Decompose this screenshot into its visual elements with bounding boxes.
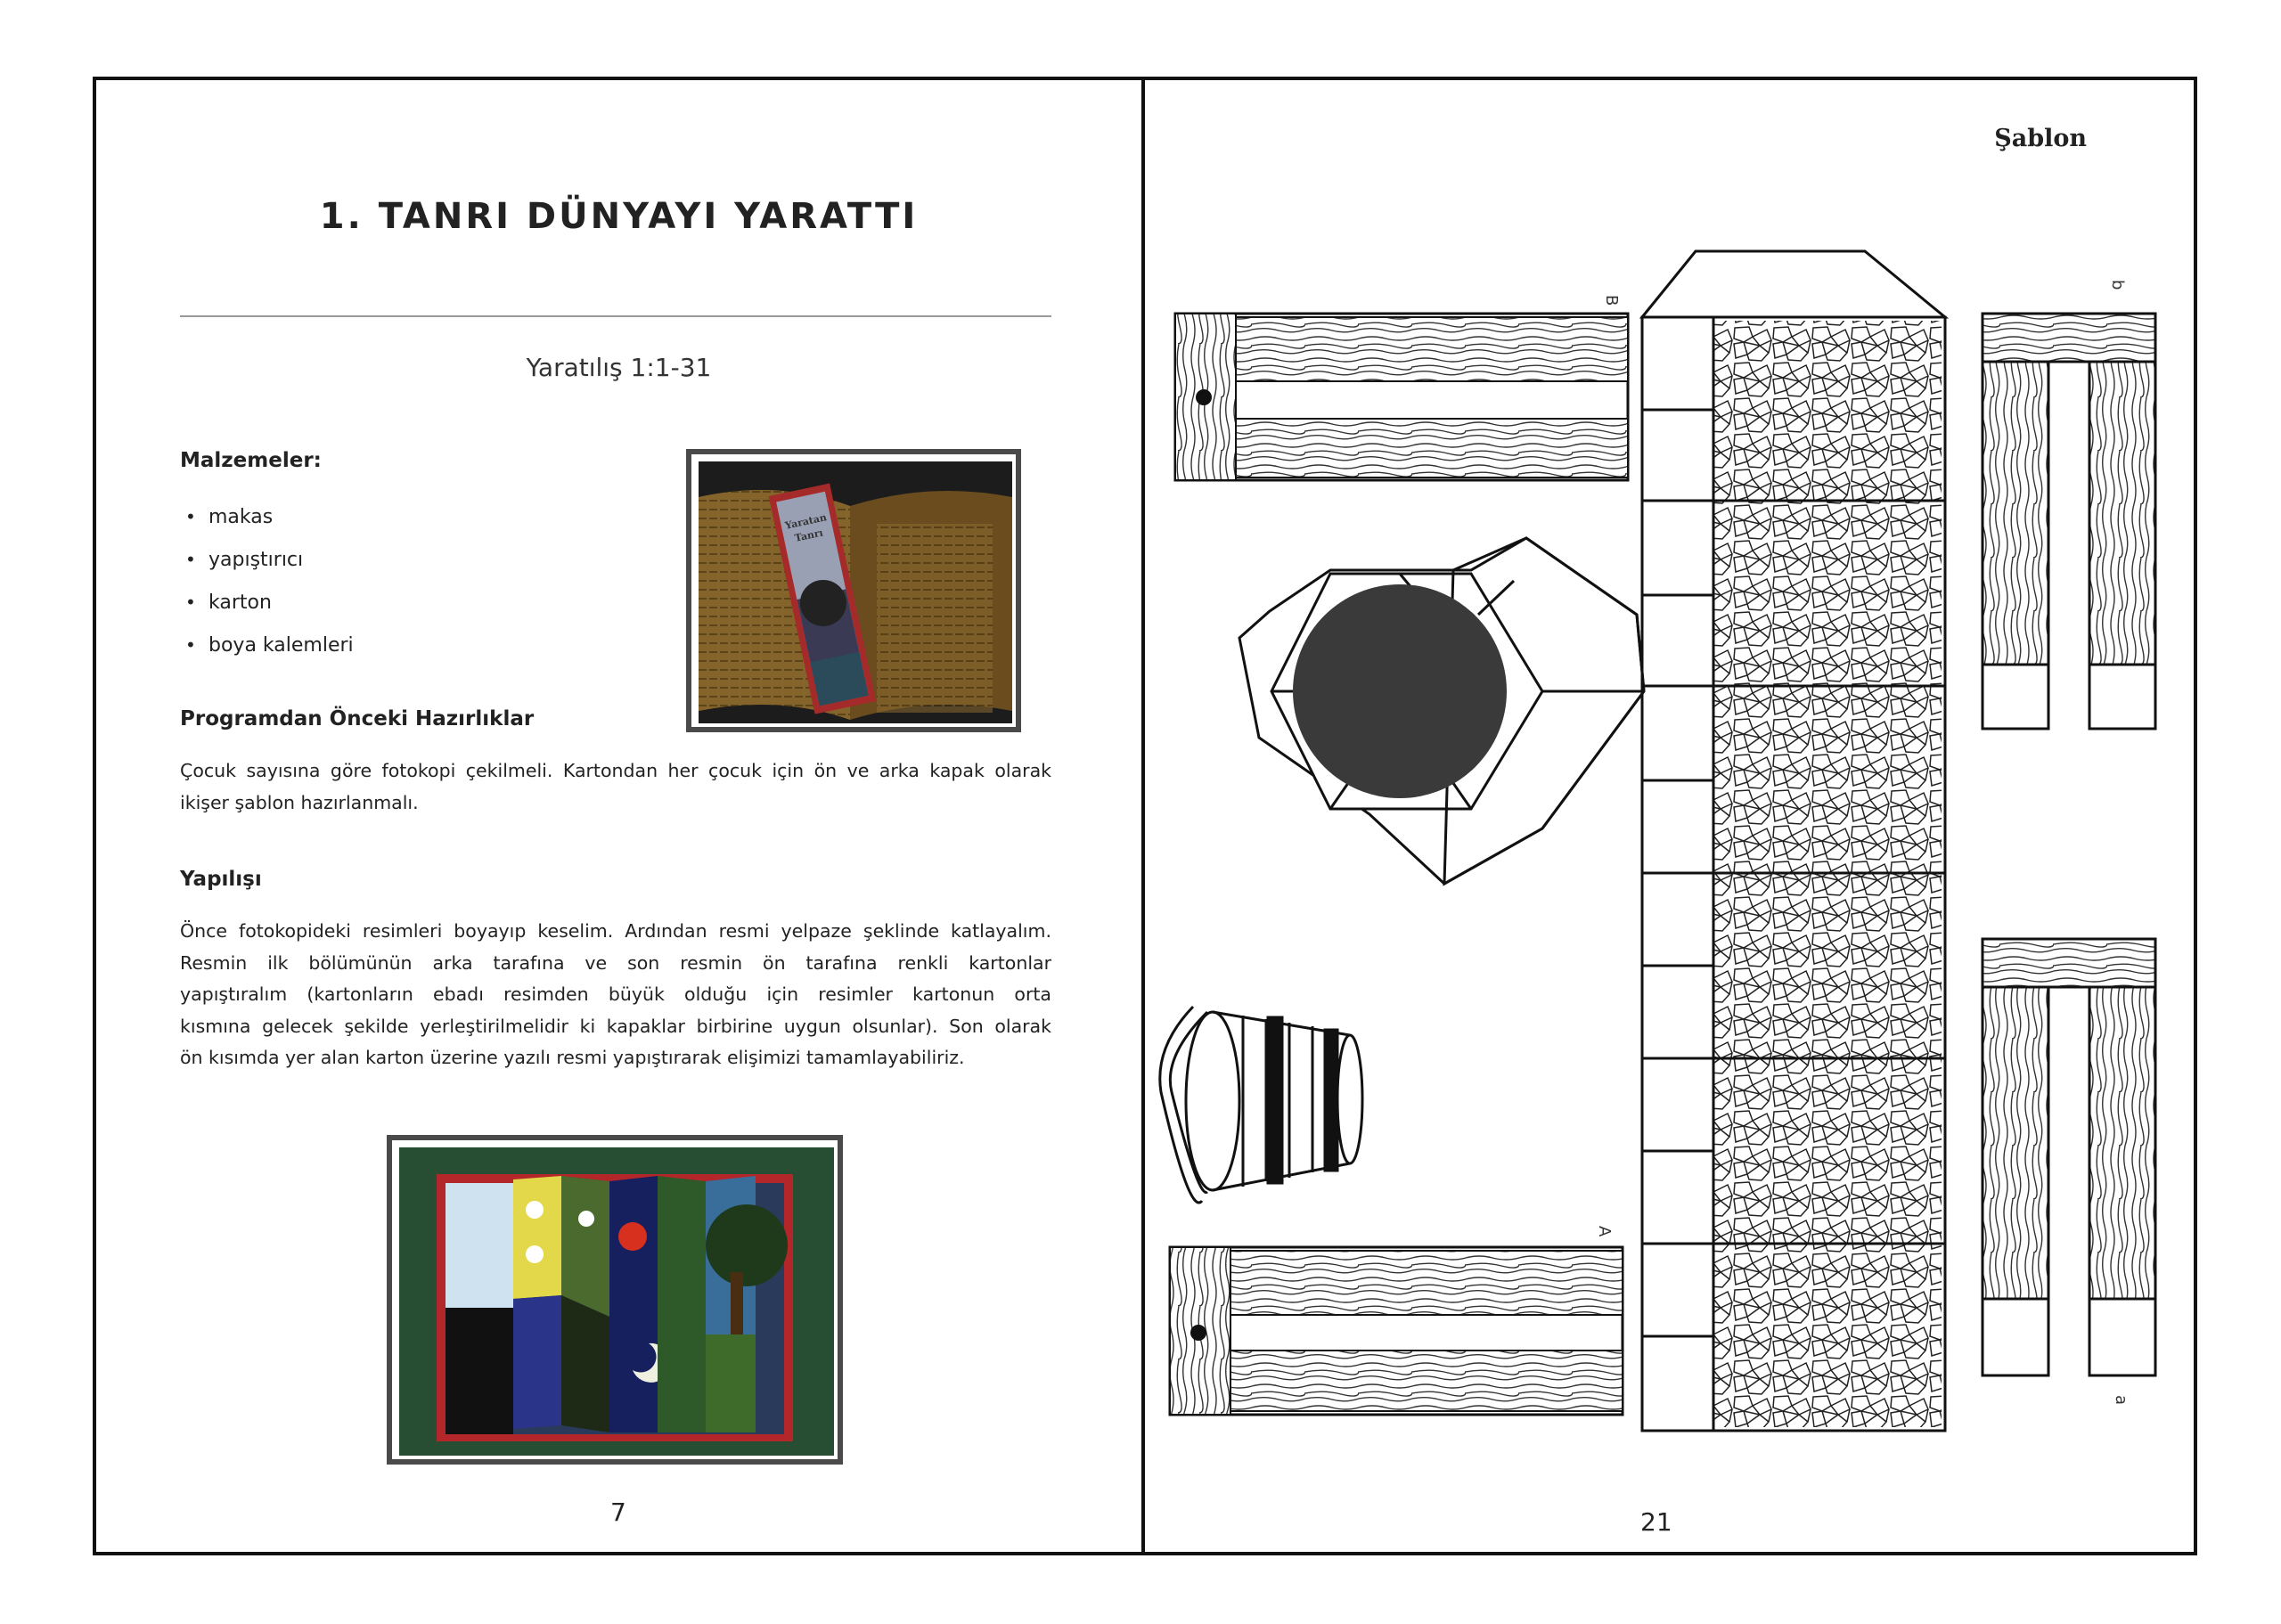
- right-page: Şablon B: [1145, 77, 2194, 1555]
- title-divider: [180, 315, 1051, 317]
- page-number: 7: [610, 1498, 626, 1527]
- bucket-piece: [1158, 1005, 1364, 1204]
- preparation-heading: Programdan Önceki Hazırlıklar: [180, 707, 535, 730]
- list-item: •makas: [180, 495, 354, 538]
- method-text: Önce fotokopideki resimleri boyayıp kese…: [180, 920, 1051, 1068]
- template-heading: Şablon: [1994, 125, 2087, 152]
- bullet: •: [185, 549, 196, 570]
- left-page: 1. TANRI DÜNYAYI YARATTI Yaratılış 1:1-3…: [96, 77, 1141, 1555]
- beam-piece-b-upper: [1173, 312, 1630, 482]
- page-gutter: [1141, 77, 1145, 1555]
- bullet: •: [185, 592, 196, 613]
- method-heading: Yapılışı: [180, 868, 262, 891]
- bookmark-photo: Yaratan Tanrı: [686, 449, 1021, 732]
- piece-label-lower-left: A: [1595, 1226, 1614, 1237]
- piece-label-lower-right: a: [2112, 1395, 2130, 1405]
- well-top-piece: [1238, 536, 1646, 886]
- preparation-text: Çocuk sayısına göre fotokopi çekilmeli. …: [180, 760, 1051, 813]
- post-piece-a-lower: [1981, 937, 2157, 1377]
- stone-wall-strip: [1639, 249, 1950, 1432]
- scripture-reference: Yaratılış 1:1-31: [526, 353, 712, 382]
- materials-list: •makas •yapıştırıcı •karton •boya kaleml…: [180, 495, 354, 666]
- bullet: •: [185, 506, 196, 527]
- piece-label-upper-right: b: [2108, 280, 2127, 290]
- list-item: •karton: [180, 581, 354, 624]
- bullet: •: [185, 634, 196, 656]
- piece-label-upper-left: B: [1602, 295, 1621, 306]
- post-piece-b-upper: [1981, 312, 2157, 730]
- page-title: 1. TANRI DÜNYAYI YARATTI: [319, 196, 919, 237]
- materials-heading: Malzemeler:: [180, 449, 322, 472]
- well-template-diagram: B A: [1158, 249, 2157, 1432]
- beam-piece-a-lower: [1168, 1245, 1624, 1416]
- list-item: •yapıştırıcı: [180, 538, 354, 581]
- list-item: •boya kalemleri: [180, 624, 354, 666]
- page-number: 21: [1640, 1507, 1672, 1537]
- fanfold-craft-photo: [387, 1135, 843, 1465]
